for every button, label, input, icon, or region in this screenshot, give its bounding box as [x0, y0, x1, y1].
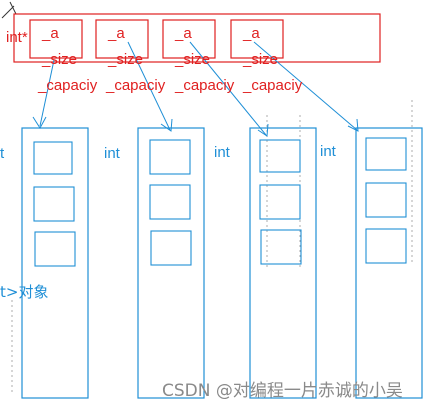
- pointer-type-label: int*: [6, 29, 28, 46]
- pointer-arrow: [127, 41, 171, 131]
- member-capacity-label: _capaciy: [243, 77, 303, 94]
- arrow-head: [347, 118, 359, 132]
- member-a-label: _a: [108, 25, 125, 42]
- member-capacity-label: _capaciy: [38, 77, 98, 94]
- column-type-label: int: [320, 143, 336, 160]
- member-capacity-label: _capaciy: [175, 77, 235, 94]
- object-label: t>对象: [0, 283, 49, 301]
- element-cell: [365, 137, 407, 171]
- arrow-head: [160, 118, 173, 132]
- member-size-label: _size: [108, 51, 144, 68]
- member-size-label: _size: [175, 51, 211, 68]
- column-type-label: int: [214, 144, 230, 161]
- column-container: [355, 127, 423, 399]
- member-a-label: _a: [243, 25, 260, 42]
- column-type-label: t: [0, 145, 5, 162]
- member-capacity-label: _capaciy: [106, 77, 166, 94]
- column-container: [249, 127, 317, 399]
- member-size-label: _size: [243, 51, 279, 68]
- element-cell: [365, 182, 407, 218]
- element-cell: [149, 139, 191, 175]
- element-cell: [34, 231, 76, 267]
- element-cell: [33, 141, 73, 175]
- column-type-label: int: [104, 145, 120, 162]
- arrow-head: [32, 116, 47, 129]
- element-cell: [365, 228, 407, 264]
- corner-stroke: [9, 1, 17, 15]
- watermark: CSDN @对编程一片赤诚的小吴: [162, 381, 403, 401]
- member-a-box: [162, 19, 216, 59]
- pointer-arrow: [39, 59, 55, 127]
- pointer-arrow: [253, 41, 358, 131]
- element-cell: [33, 186, 75, 222]
- member-a-box: [29, 19, 83, 59]
- member-a-box: [230, 19, 284, 59]
- member-a-label: _a: [175, 25, 192, 42]
- element-cell: [150, 230, 192, 266]
- element-cell: [260, 229, 302, 265]
- column-container: [137, 127, 205, 399]
- member-a-label: _a: [42, 25, 59, 42]
- outer-container-box: [13, 13, 381, 63]
- element-cell: [259, 139, 301, 173]
- column-container: [21, 127, 89, 399]
- element-cell: [149, 184, 191, 220]
- corner-stroke: [1, 5, 15, 19]
- element-cell: [259, 184, 301, 220]
- member-a-box: [95, 19, 149, 59]
- member-size-label: _size: [42, 51, 78, 68]
- pointer-arrow: [189, 41, 267, 136]
- arrow-head: [257, 123, 269, 137]
